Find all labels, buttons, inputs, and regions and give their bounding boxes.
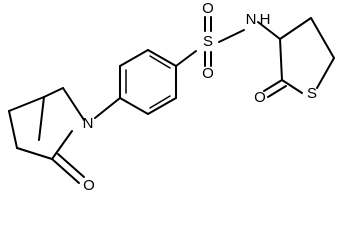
atom-amide-n: N <box>246 11 257 28</box>
bond-pyrrolidinone-c4-c5 <box>16 147 53 160</box>
atom-sulfonyl-o-top: O <box>202 0 214 17</box>
bond-sulfonyl-to-amide-n <box>218 29 245 43</box>
molecule-drawing: N O S O O N H S O <box>8 0 335 194</box>
atom-thiolactone-o: O <box>254 89 266 106</box>
bond-pyrrolidinone-c2-n <box>62 87 85 121</box>
bond-pyrrolidinone-c5-n <box>51 130 73 160</box>
atom-amide-h: H <box>260 11 271 28</box>
bond-thiolactone-carbonyl-a <box>263 79 283 92</box>
bond-n-to-benzene <box>94 97 121 119</box>
bond-pyrrolidinone-c1-n <box>38 96 45 141</box>
bond-pyrrolidinone-c1-c2 <box>43 87 64 98</box>
benzene-bond-6 <box>119 97 149 115</box>
bond-pyrrolidinone-c3-c4 <box>8 110 18 149</box>
thiolactone-bond-5 <box>279 38 283 81</box>
thiolactone-bond-2 <box>310 17 335 59</box>
atom-pyrrolidinone-o: O <box>83 177 95 194</box>
atom-sulfonyl-s: S <box>203 33 213 50</box>
bond-benzene-to-sulfonyl <box>175 50 197 67</box>
atom-pyrrolidinone-n: N <box>83 115 94 132</box>
bond-pyrrolidinone-carbonyl-b <box>57 153 85 178</box>
thiolactone-bond-1 <box>279 17 312 40</box>
atom-thiolactone-s: S <box>307 85 317 102</box>
atom-sulfonyl-o-bottom: O <box>202 65 214 82</box>
benzene-inner-bond-3 <box>149 95 171 109</box>
bond-thiolactone-carbonyl-b <box>267 85 287 98</box>
bond-amide-n-to-ring <box>257 21 281 40</box>
chemical-structure-diagram: N O S O O N H S O <box>8 0 335 194</box>
benzene-bond-3 <box>147 49 177 67</box>
bond-pyrrolidinone-c3-c2 <box>8 96 45 112</box>
bond-pyrrolidinone-carbonyl-a <box>51 158 80 184</box>
benzene-bond-2 <box>119 49 149 67</box>
benzene-bond-5 <box>147 97 177 115</box>
benzene-inner-bond-2 <box>149 55 171 69</box>
thiolactone-bond-4 <box>281 79 303 94</box>
thiolactone-bond-3 <box>316 57 335 89</box>
